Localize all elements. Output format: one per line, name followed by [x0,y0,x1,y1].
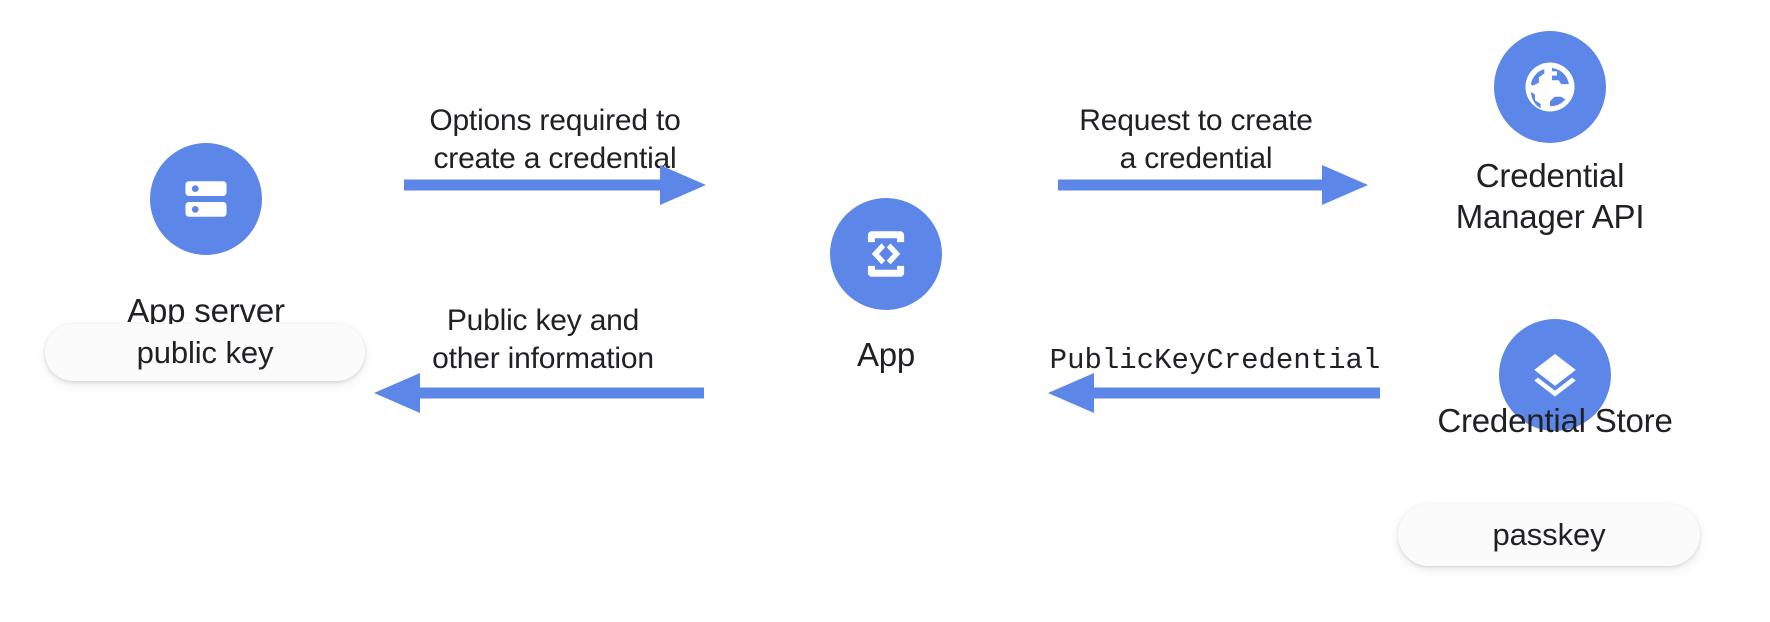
app-server-icon-badge [150,143,262,255]
app-code-phone-icon [857,225,915,283]
credential-manager-api-icon-badge [1494,31,1606,143]
arrow-label-public-key-credential: PublicKeyCredential [1049,344,1381,377]
arrow-label-options-required: Options required to create a credential [429,104,681,175]
app-label: App [856,336,916,373]
credential-store-passkey-chip: passkey [1398,504,1700,566]
app-server-label: App server [127,292,285,329]
arrow-label-request-to-create: Request to create a credential [1079,104,1313,175]
arrow-label-public-key-and-other-information: Public key and other information [432,304,654,375]
credential-store-icon-badge [1499,319,1611,431]
app-server-chip-text: public key [136,334,274,370]
server-icon [178,171,234,227]
arrow-public-key-credential [1046,371,1380,415]
arrow-public-key-and-other-information [372,371,704,415]
arrow-request-to-create [1058,163,1370,207]
layers-icon [1526,346,1584,404]
app-icon-badge [830,198,942,310]
app-server-public-key-chip: public key [45,324,365,381]
credential-store-label: Credential Store [1437,402,1673,439]
credential-store-chip-text: passkey [1492,517,1606,552]
globe-icon [1519,56,1581,118]
arrow-options-required [404,163,708,207]
credential-manager-api-label: Credential Manager API [1455,157,1645,235]
